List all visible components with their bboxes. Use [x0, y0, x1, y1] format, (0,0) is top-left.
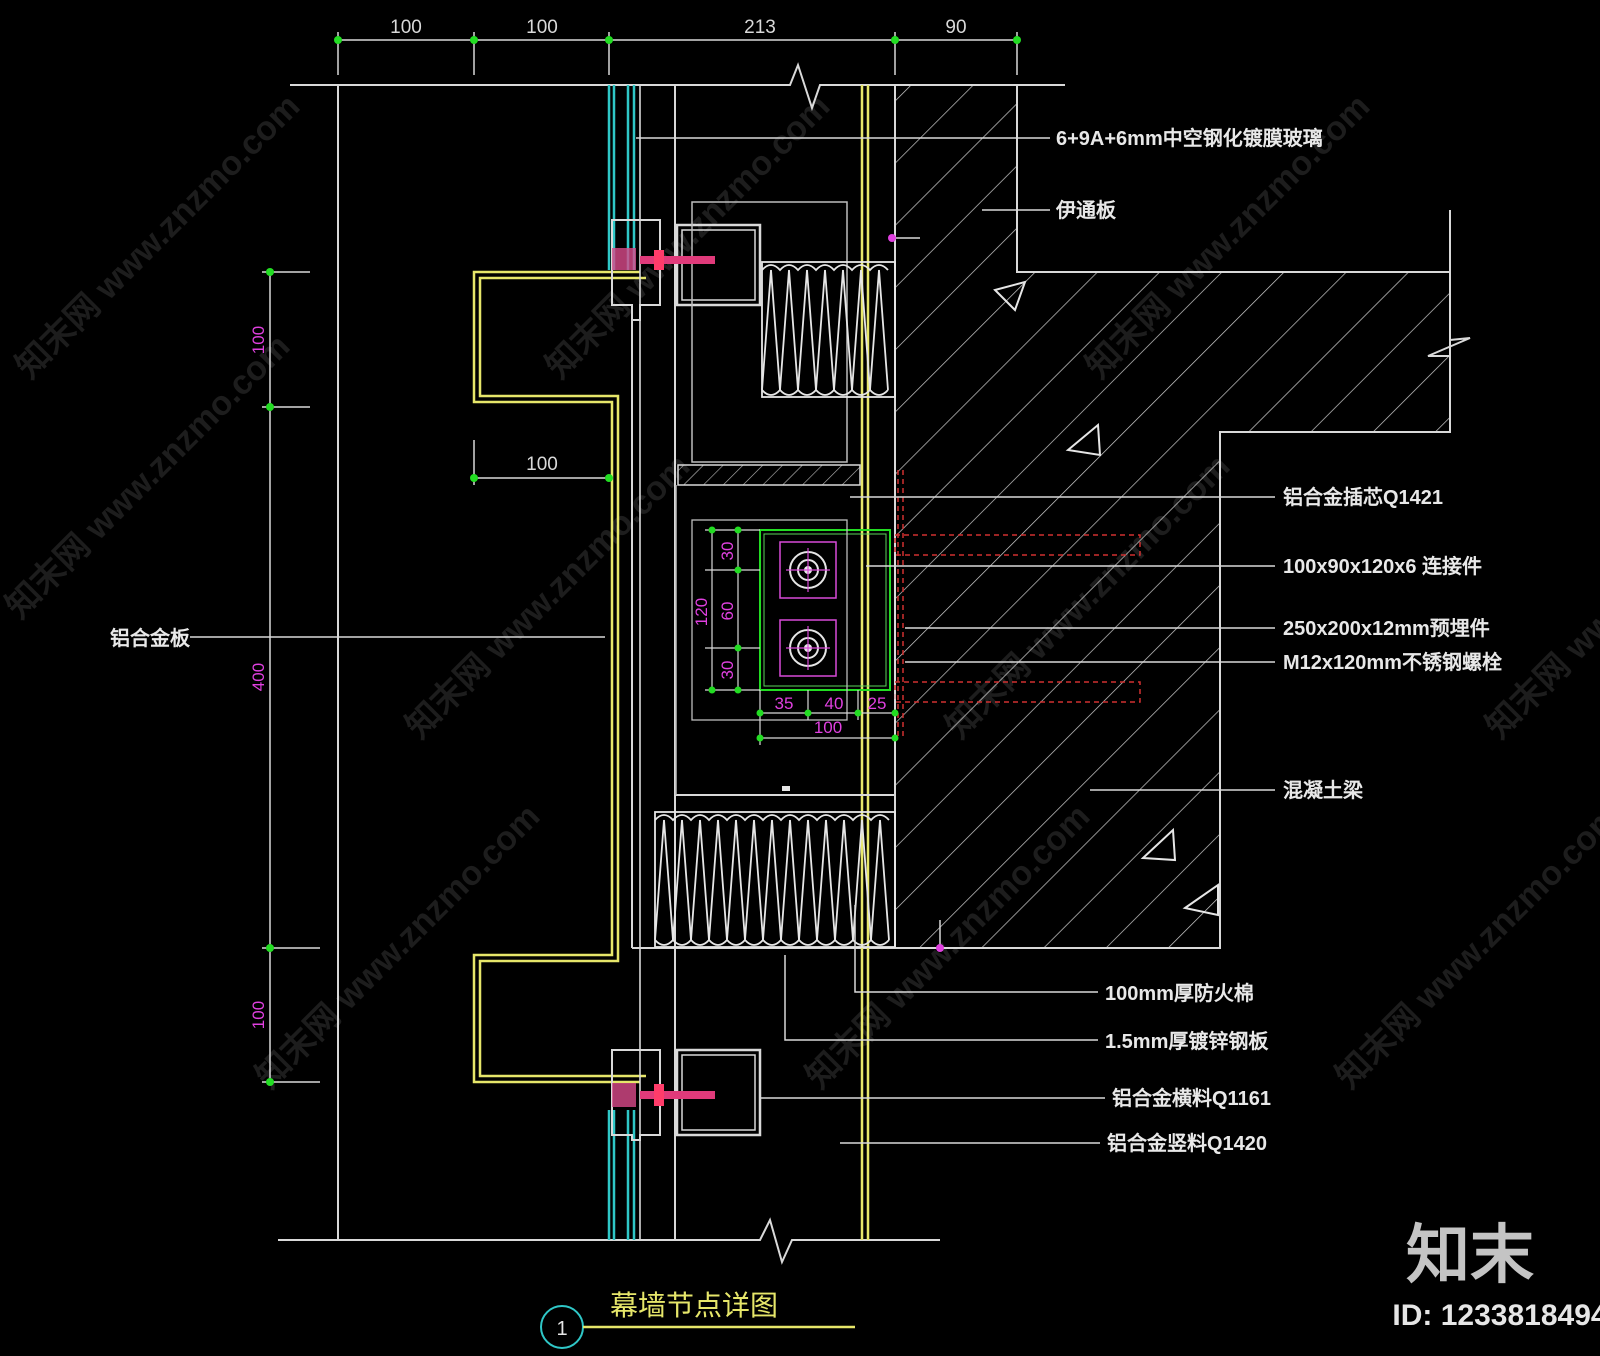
dim-bolt-vertical-2: 60: [718, 602, 737, 621]
left-dimension-ticks: [266, 268, 274, 1086]
inner-dimension-ticks: [470, 474, 613, 482]
steel-connector: [691, 470, 1141, 740]
dim-bolt-horizontal-1: 35: [775, 694, 794, 713]
leader-lines: [190, 137, 1275, 1144]
fire-cotton-upper: [761, 261, 896, 398]
watermark-text: 知末网 www.znzmo.com: [1329, 797, 1600, 1095]
watermark-text: 知末网 www.znzmo.com: [249, 797, 547, 1095]
label-connector: 100x90x120x6 连接件: [1283, 554, 1482, 578]
dim-top-4: 90: [945, 17, 966, 38]
image-id: ID: 1233818494: [1392, 1299, 1600, 1332]
label-glass: 6+9A+6mm中空钢化镀膜玻璃: [1056, 126, 1323, 150]
watermark-text: 知末网 www.znzmo.com: [399, 447, 697, 745]
left-dimension-line: [262, 271, 320, 1083]
label-mullion: 铝合金竖料Q1420: [1107, 1131, 1267, 1155]
fire-cotton-lower: [654, 811, 896, 948]
title-number: 1: [556, 1318, 567, 1340]
top-dimension-ticks: [334, 36, 1021, 44]
label-bolt: M12x120mm不锈钢螺栓: [1283, 650, 1502, 674]
drawing-title-block: 1 幕墙节点详图: [540, 1290, 855, 1349]
concrete-structure: [894, 84, 1471, 949]
brand-logo: 知末 ID: 1233818494: [1392, 1219, 1600, 1332]
dim-bolt-horizontal-3: 25: [868, 694, 887, 713]
label-concrete-beam: 混凝土梁: [1283, 778, 1364, 802]
label-galvanized-plate: 1.5mm厚镀锌钢板: [1105, 1029, 1269, 1053]
logo-text: 知末: [1406, 1219, 1534, 1291]
watermark-text: 知末网 www.znzmo.com: [1479, 447, 1600, 745]
aluminum-panel-outline: [472, 85, 870, 1240]
dim-bolt-vertical-1: 30: [718, 542, 737, 561]
lower-transom-profile: [611, 1048, 762, 1141]
label-aluminum-panel: 铝合金板: [110, 626, 191, 650]
dim-top-3: 213: [744, 17, 776, 38]
upper-transom-profile: [611, 201, 848, 463]
bolt-horizontal-ticks: [756, 709, 899, 742]
dim-inner: 100: [526, 454, 558, 475]
top-dimension-line: [337, 32, 1018, 75]
label-embed-plate: 250x200x12mm预埋件: [1283, 616, 1490, 640]
label-aluminum-core: 铝合金插芯Q1421: [1283, 485, 1443, 509]
dim-top-2: 100: [526, 17, 558, 38]
leader-markers: [888, 234, 944, 952]
dim-left-3: 100: [249, 1001, 268, 1029]
bolt-vertical-ticks: [708, 526, 742, 694]
watermark-text: 知末网 www.znzmo.com: [539, 87, 837, 385]
galvanized-steel-plate: [631, 320, 895, 948]
label-fire-cotton: 100mm厚防火棉: [1105, 981, 1254, 1005]
glass-panes: [607, 85, 641, 1240]
drawing-title: 幕墙节点详图: [610, 1290, 778, 1321]
dim-bolt-horizontal-total: 100: [814, 718, 842, 737]
dim-top-1: 100: [390, 17, 422, 38]
dim-left-1: 100: [249, 326, 268, 354]
dim-bolt-vertical-3: 30: [718, 661, 737, 680]
dim-left-2: 400: [249, 663, 268, 691]
dim-bolt-vertical-total: 120: [692, 598, 711, 626]
label-cover-plate: 伊通板: [1055, 198, 1117, 222]
bolt-horizontal-dimension: [759, 690, 896, 745]
watermark-layer: 知末网 www.znzmo.com 知末网 www.znzmo.com 知末网 …: [0, 87, 1600, 1095]
label-transom: 铝合金横料Q1161: [1112, 1086, 1271, 1110]
dim-bolt-horizontal-2: 40: [825, 694, 844, 713]
